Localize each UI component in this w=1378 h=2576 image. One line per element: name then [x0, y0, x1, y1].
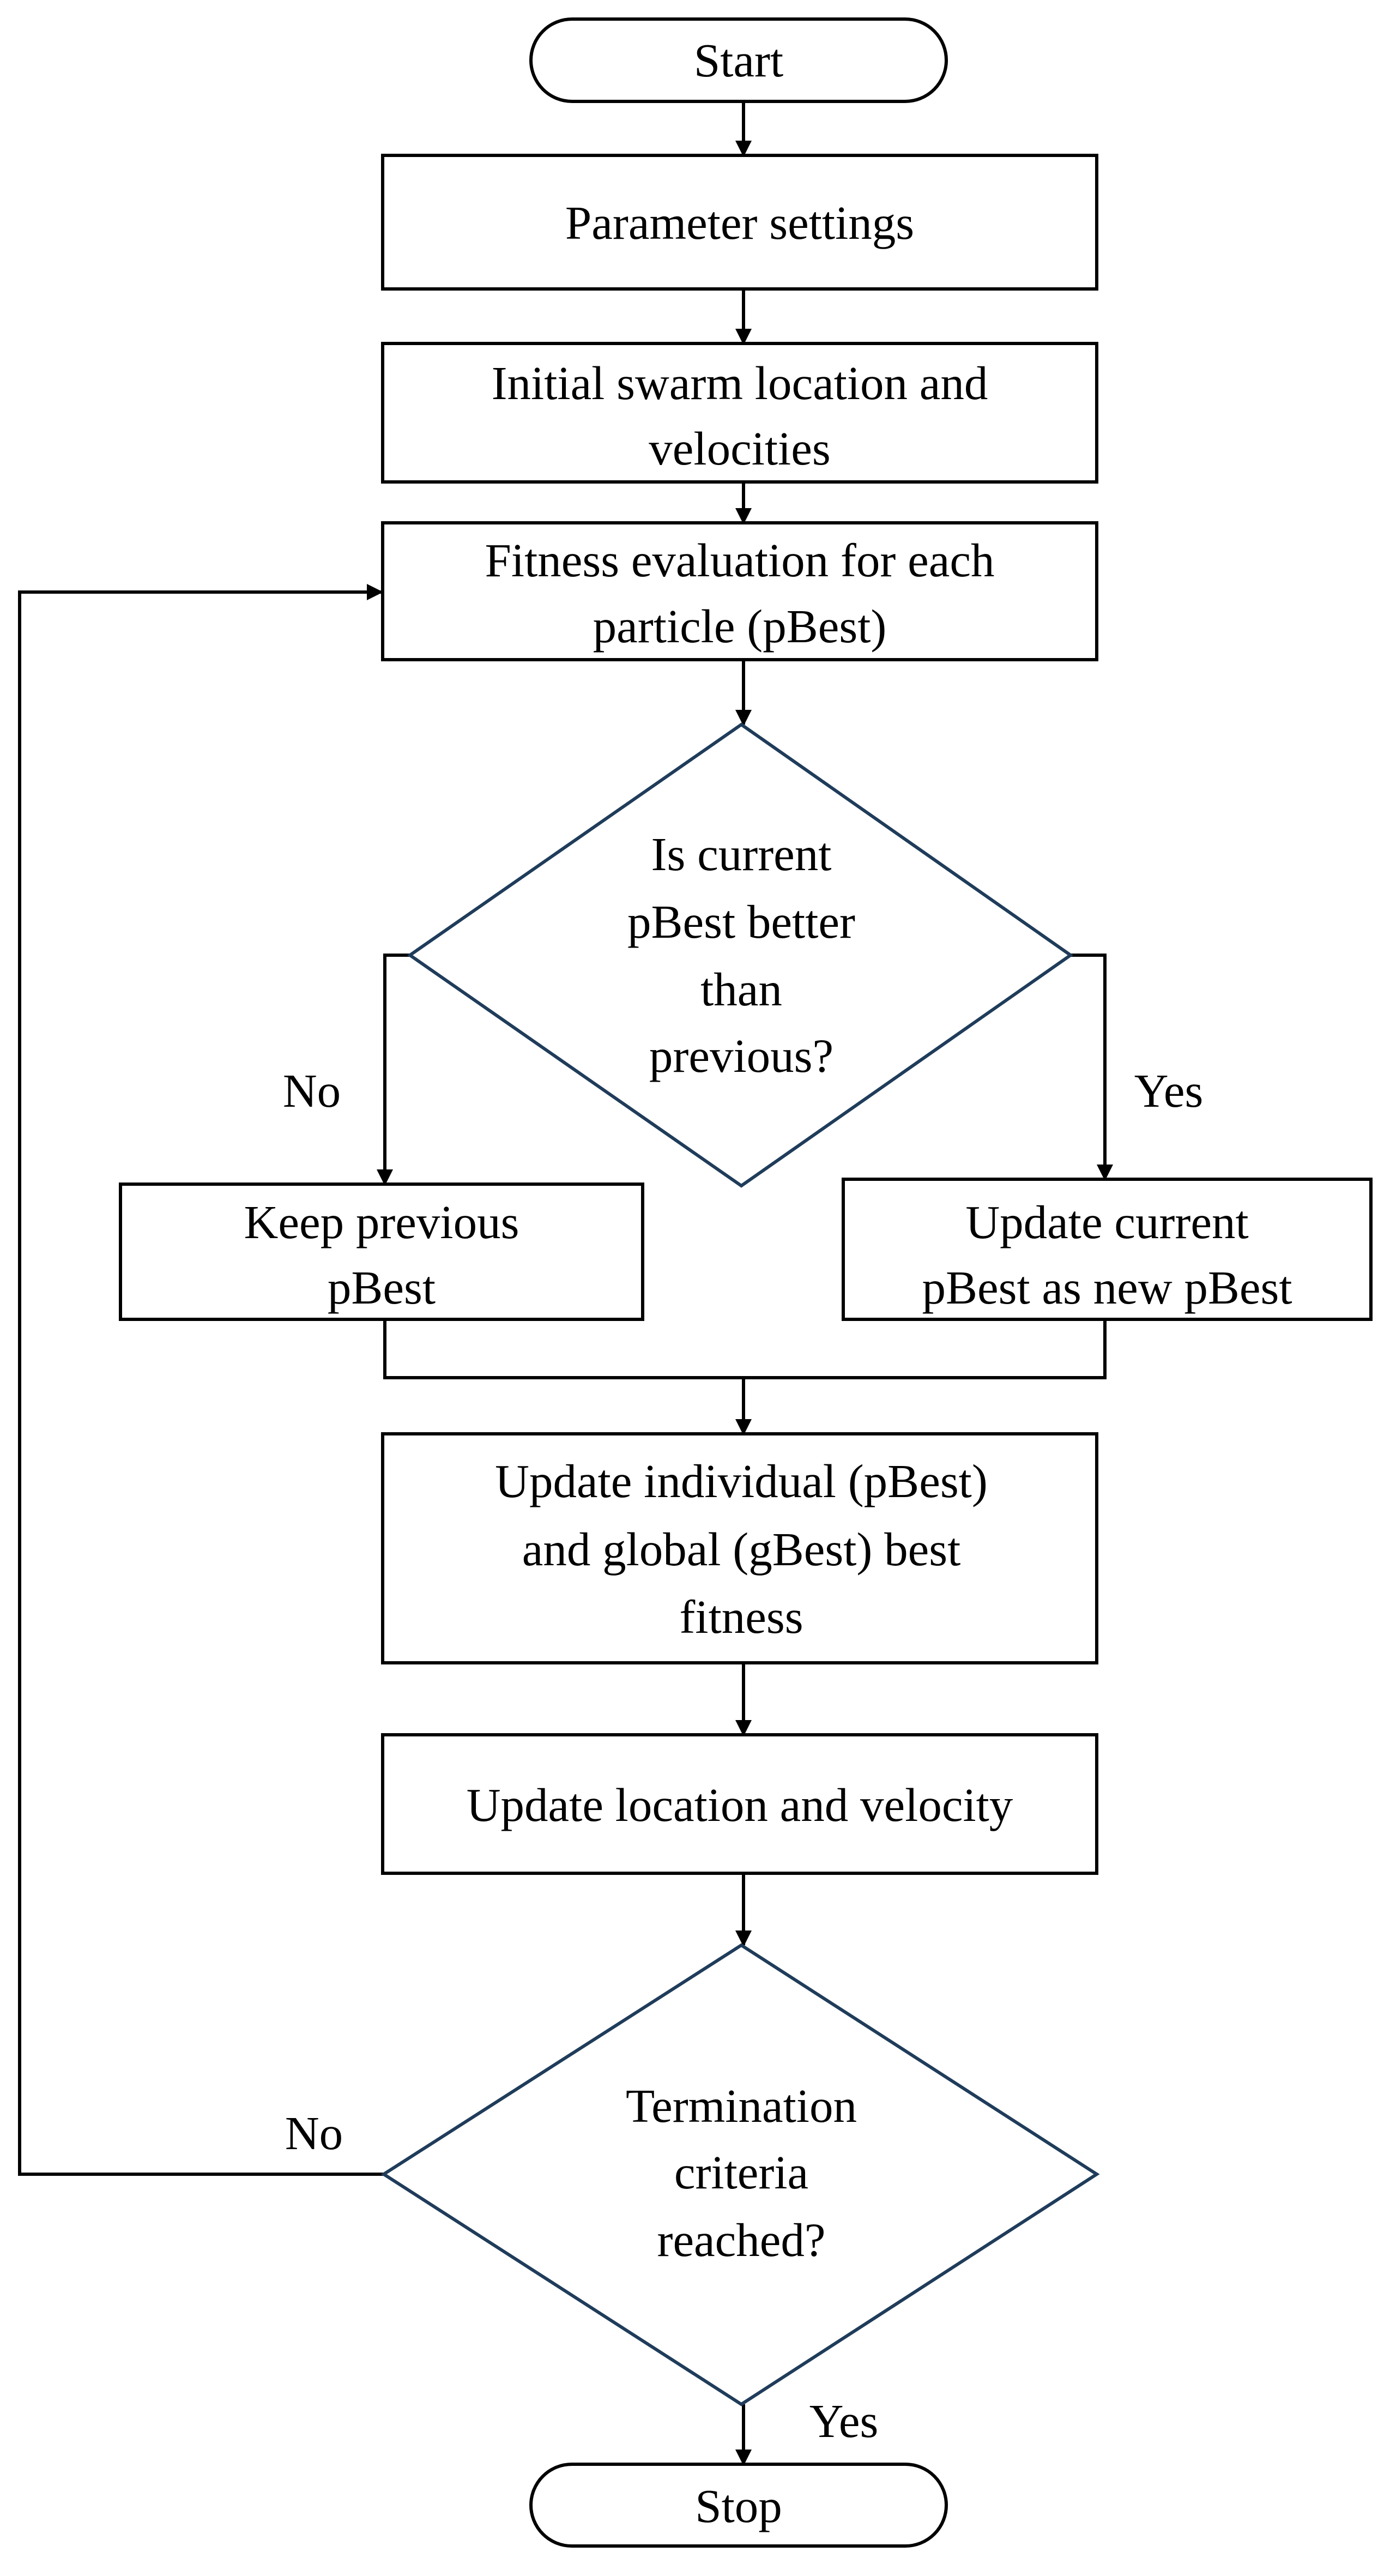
initial-swarm-box: Initial swarm location and velocities — [381, 342, 1098, 484]
pbest-no-label: No — [283, 1064, 341, 1117]
termination-decision-line2: criteria — [674, 2146, 808, 2199]
update-current-label-line1: Update current — [965, 1196, 1248, 1248]
update-individual-global-box: Update individual (pBest) and global (gB… — [381, 1432, 1098, 1664]
pbest-yes-label: Yes — [1134, 1064, 1204, 1117]
fitness-evaluation-label-line1: Fitness evaluation for each — [485, 534, 995, 587]
pbest-decision-line4: previous? — [649, 1029, 833, 1082]
termination-decision-diamond: Termination criteria reached? — [380, 1943, 1100, 2406]
arrow-termination-no-loop-to-fitness — [18, 584, 384, 2176]
keep-previous-box: Keep previous pBest — [119, 1183, 644, 1321]
stop-label: Stop — [695, 2480, 782, 2532]
update-location-label: Update location and velocity — [467, 1778, 1013, 1831]
update-individual-label-line2: and global (gBest) best — [522, 1523, 961, 1576]
pbest-decision-line1: Is current — [651, 828, 832, 880]
parameter-settings-label: Parameter settings — [565, 196, 914, 249]
termination-decision-line3: reached? — [657, 2213, 825, 2266]
start-terminal: Start — [529, 17, 948, 103]
arrow-decision-yes-to-update-current — [1071, 954, 1113, 1181]
pbest-decision-diamond: Is current pBest better than previous? — [407, 722, 1074, 1188]
initial-swarm-label-line1: Initial swarm location and — [492, 357, 988, 409]
start-label: Start — [694, 34, 783, 87]
pbest-decision-line2: pBest better — [627, 895, 855, 948]
termination-decision-line1: Termination — [626, 2079, 857, 2132]
update-current-box: Update current pBest as new pBest — [842, 1178, 1373, 1321]
parameter-settings-box: Parameter settings — [381, 154, 1098, 291]
arrow-decision-no-to-keep-previous — [377, 954, 410, 1186]
update-individual-label-line3: fitness — [679, 1590, 803, 1643]
update-current-label-line2: pBest as new pBest — [922, 1261, 1292, 1314]
stop-terminal: Stop — [529, 2463, 948, 2548]
keep-previous-label-line2: pBest — [328, 1261, 436, 1314]
connector-update-current-merge — [744, 1319, 1107, 1379]
termination-yes-label: Yes — [809, 2394, 879, 2447]
initial-swarm-label-line2: velocities — [649, 422, 830, 475]
update-individual-label-line1: Update individual (pBest) — [495, 1455, 988, 1507]
connectors — [18, 101, 1113, 2466]
fitness-evaluation-label-line2: particle (pBest) — [593, 600, 887, 653]
fitness-evaluation-box: Fitness evaluation for each particle (pB… — [381, 521, 1098, 661]
connector-keep-previous-merge — [383, 1319, 744, 1379]
update-location-box: Update location and velocity — [381, 1733, 1098, 1875]
keep-previous-label-line1: Keep previous — [244, 1196, 519, 1248]
termination-no-label: No — [285, 2107, 343, 2159]
pbest-decision-line3: than — [700, 963, 782, 1016]
